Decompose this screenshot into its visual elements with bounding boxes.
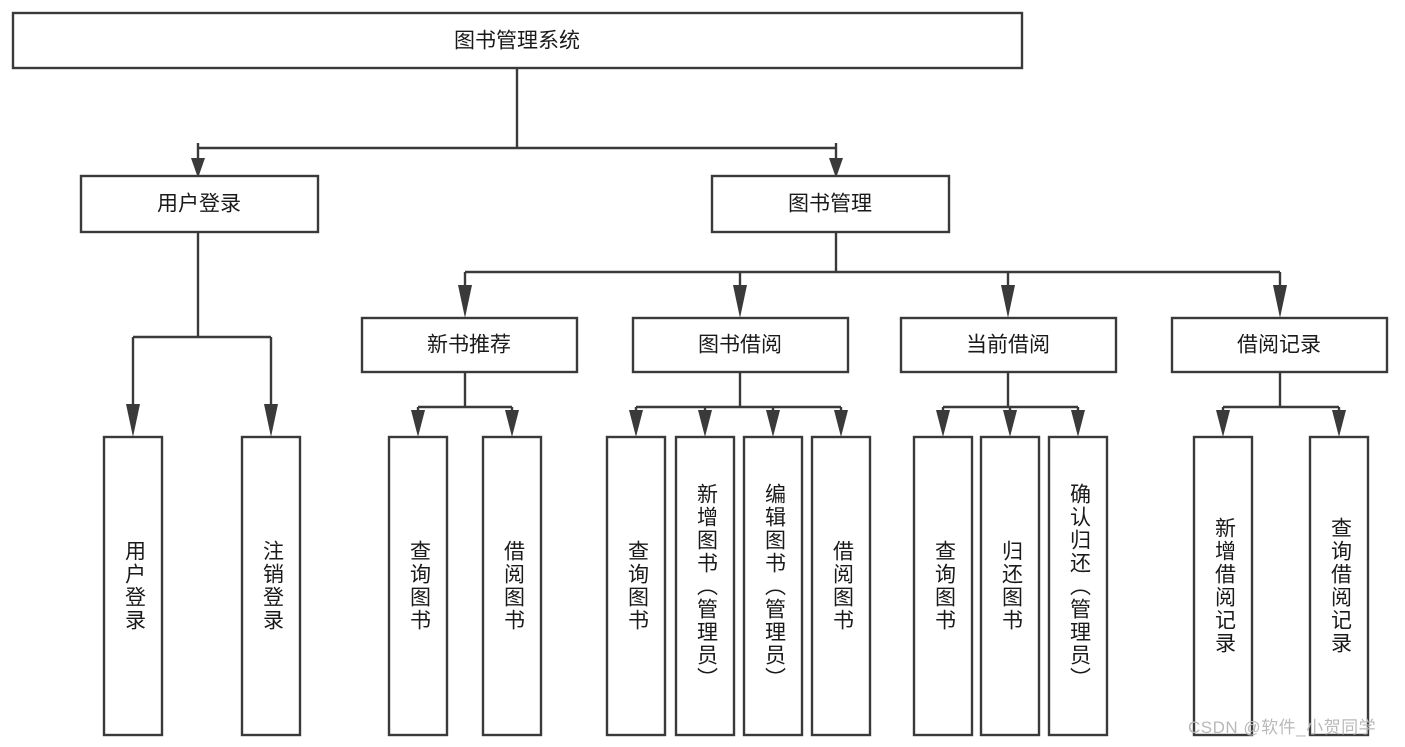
arrow-leaf [505, 410, 519, 437]
label-current-borrow: 当前借阅 [966, 334, 1050, 357]
watermark-text: CSDN @软件_小贺同学 [1188, 718, 1377, 737]
arrow-to-current-borrow [1001, 285, 1015, 318]
connector-root-to-level1 [191, 68, 843, 178]
node-leaf-query-book-2[interactable] [605, 435, 667, 737]
node-leaf-borrow-book-2[interactable] [810, 435, 872, 737]
arrow-to-borrow-record [1273, 285, 1287, 318]
label-user-login: 用户登录 [157, 193, 241, 216]
label-new-book-recommend: 新书推荐 [427, 334, 511, 357]
arrow-leaf [698, 410, 712, 437]
node-system-title[interactable] [11, 11, 1024, 70]
arrow-leaf [1216, 410, 1230, 437]
arrow-to-new-book-recommend [458, 285, 472, 318]
label-borrow-record: 借阅记录 [1237, 334, 1321, 357]
arrow-leaf [766, 410, 780, 437]
node-leaf-edit-book[interactable] [742, 435, 804, 737]
node-leaf-query-book-1[interactable] [387, 435, 449, 737]
arrow-leaf [834, 410, 848, 437]
arrow-leaf [1071, 410, 1085, 437]
node-current-borrow[interactable] [899, 316, 1118, 374]
arrow-leaf [936, 410, 950, 437]
node-leaf-add-book[interactable] [674, 435, 736, 737]
arrow-to-book-borrow [733, 285, 747, 318]
label-book-borrow: 图书借阅 [698, 334, 782, 357]
node-leaf-query-book-3[interactable] [912, 435, 974, 737]
arrow-to-leaf-user-login [126, 404, 140, 437]
arrow-leaf [629, 410, 643, 437]
label-system-title: 图书管理系统 [454, 30, 580, 53]
node-book-borrow[interactable] [631, 316, 850, 374]
node-new-book-recommend[interactable] [360, 316, 579, 374]
label-book-management: 图书管理 [788, 193, 872, 216]
connector-borrow-record-to-leaves [1216, 372, 1346, 437]
node-book-management[interactable] [710, 174, 951, 234]
connector-book-borrow-to-leaves [629, 372, 848, 437]
arrow-to-book-management [829, 158, 843, 178]
connector-user-login-to-leaves [126, 232, 278, 437]
node-borrow-record[interactable] [1170, 316, 1389, 374]
arrow-to-user-login [191, 158, 205, 178]
node-leaf-query-record[interactable] [1308, 435, 1370, 737]
node-leaf-confirm-return[interactable] [1047, 435, 1109, 737]
node-leaf-logout[interactable] [240, 435, 302, 737]
connector-current-borrow-to-leaves [936, 372, 1085, 437]
node-user-login[interactable] [79, 174, 320, 234]
arrow-leaf [411, 410, 425, 437]
arrow-to-leaf-logout [264, 404, 278, 437]
connector-new-book-recommend-to-leaves [411, 372, 519, 437]
arrow-leaf [1003, 410, 1017, 437]
node-leaf-user-login[interactable] [102, 435, 164, 737]
node-leaf-borrow-book-1[interactable] [481, 435, 543, 737]
node-leaf-return-book[interactable] [979, 435, 1041, 737]
arrow-leaf [1332, 410, 1346, 437]
node-leaf-add-record[interactable] [1192, 435, 1254, 737]
connector-book-management-to-level2 [458, 232, 1287, 318]
